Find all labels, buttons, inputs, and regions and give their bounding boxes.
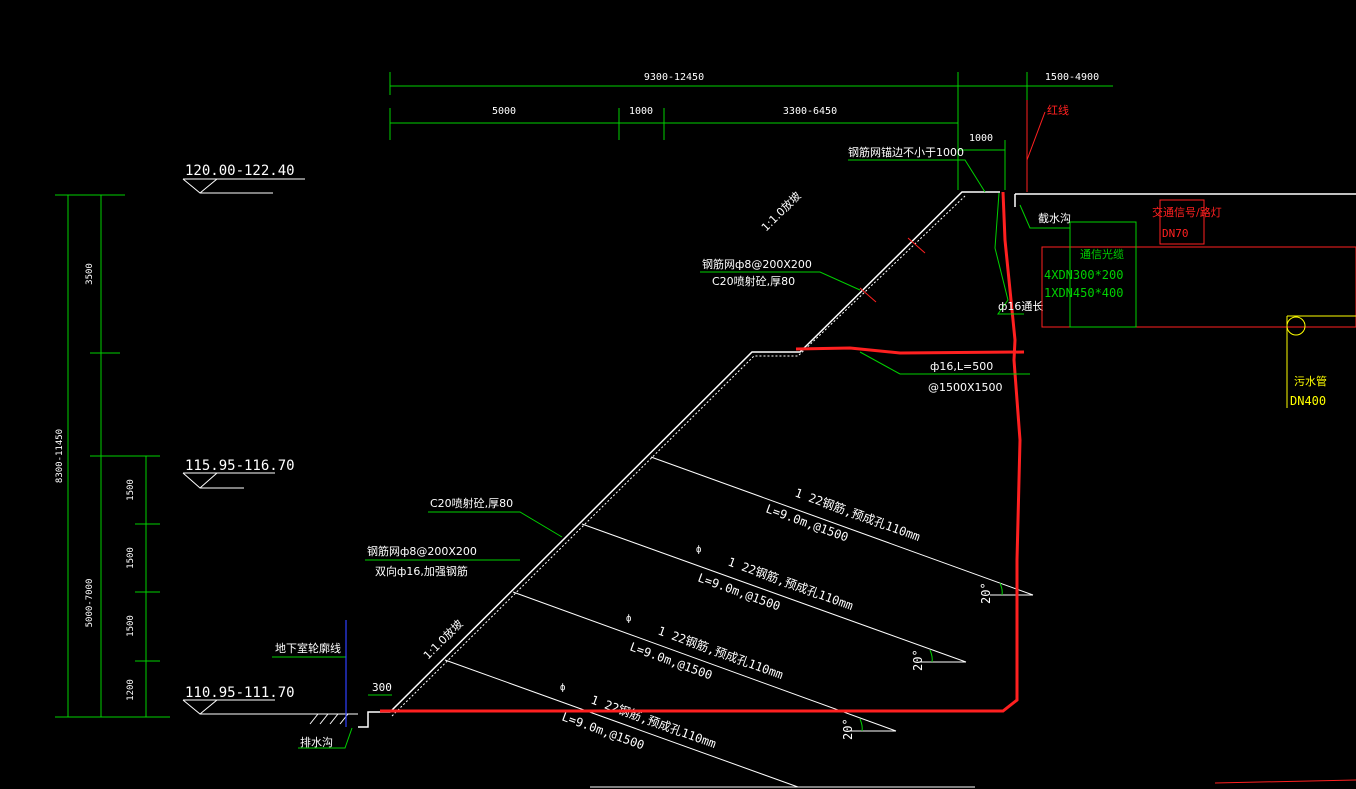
ground-hatch bbox=[305, 713, 358, 725]
phi-marker-1: ф bbox=[696, 545, 701, 555]
label-mesh-upper-1: 钢筋网ф8@200X200 bbox=[702, 257, 812, 271]
label-drain-ditch-top: 截水沟 bbox=[1038, 211, 1071, 225]
phi-marker-2: ф bbox=[626, 614, 631, 624]
label-slope-lower: 1:1.0放坡 bbox=[420, 617, 465, 662]
bottom-red-fragment bbox=[1214, 779, 1356, 784]
dim-top-right: 1500-4900 bbox=[1045, 72, 1099, 83]
elevation-bottom: 110.95-111.70 bbox=[185, 685, 295, 701]
top-dimension-lines bbox=[389, 72, 1113, 190]
label-slope-upper: 1:1.0放坡 bbox=[758, 189, 803, 234]
anchor-lines bbox=[444, 456, 1034, 788]
label-basement-line: 地下室轮廓线 bbox=[275, 641, 341, 655]
label-traffic-dn: DN70 bbox=[1162, 227, 1189, 240]
phi-marker-3: ф bbox=[560, 683, 565, 693]
dim-300: 300 bbox=[372, 681, 392, 694]
dim-seg-c: 1500 bbox=[126, 615, 136, 637]
label-c20-lower: C20喷射砼,厚80 bbox=[430, 496, 513, 510]
red-line-leader bbox=[1026, 111, 1046, 161]
dim-seg-d: 1200 bbox=[126, 679, 136, 701]
dim-seg-b: 1500 bbox=[126, 547, 136, 569]
elevation-symbols bbox=[182, 178, 305, 715]
dim-top-total: 9300-12450 bbox=[644, 72, 704, 83]
label-sewer: 污水管 bbox=[1294, 374, 1327, 388]
label-mesh-anchor: 钢筋网锚边不小于1000 bbox=[848, 145, 964, 159]
dim-3300-6450: 3300-6450 bbox=[783, 106, 837, 117]
dim-left-total: 8300-11450 bbox=[55, 429, 65, 483]
label-traffic: 交通信号/路灯 bbox=[1152, 205, 1222, 219]
anchor-1-text: 1 22钢筋,预成孔110mm bbox=[793, 485, 922, 544]
slope-tick-marks bbox=[859, 237, 926, 303]
angle-label-3: 20° bbox=[841, 718, 855, 740]
slope-profile bbox=[358, 191, 1356, 728]
label-mesh-lower-2: 双向ф16,加强钢筋 bbox=[375, 564, 468, 578]
dim-1000: 1000 bbox=[629, 106, 653, 117]
angle-label-1: 20° bbox=[979, 582, 993, 604]
utility-boxes bbox=[1041, 199, 1356, 408]
red-line-label: 红线 bbox=[1047, 103, 1069, 117]
anchor-3-text: 1 22钢筋,预成孔110mm bbox=[656, 623, 785, 682]
dim-5000: 5000 bbox=[492, 106, 516, 117]
label-telecom: 通信光缆 bbox=[1080, 247, 1124, 261]
elevation-mid: 115.95-116.70 bbox=[185, 458, 295, 474]
dim-seg-a: 1500 bbox=[126, 479, 136, 501]
label-nail-2: @1500X1500 bbox=[928, 381, 1003, 394]
angle-label-2: 20° bbox=[911, 649, 925, 671]
label-telecom-1: 4XDN300*200 bbox=[1044, 268, 1123, 282]
elevation-top: 120.00-122.40 bbox=[185, 163, 295, 179]
leader-lines bbox=[272, 159, 1070, 749]
dim-small-1000: 1000 bbox=[969, 133, 993, 144]
label-sewer-dn: DN400 bbox=[1290, 394, 1326, 408]
anchor-angle-arcs bbox=[859, 582, 1003, 732]
label-phi16: ф16通长 bbox=[998, 300, 1043, 313]
label-mesh-lower-1: 钢筋网ф8@200X200 bbox=[367, 544, 477, 558]
dim-left-lower: 5000-7000 bbox=[85, 579, 95, 628]
label-drain-ditch-bottom: 排水沟 bbox=[300, 735, 333, 749]
label-telecom-2: 1XDN450*400 bbox=[1044, 286, 1123, 300]
left-dimension-lines bbox=[55, 194, 170, 718]
anchor-2-text: 1 22钢筋,预成孔110mm bbox=[726, 554, 855, 613]
red-boundary-line bbox=[380, 191, 1025, 713]
label-mesh-upper-2: C20喷射砼,厚80 bbox=[712, 274, 795, 288]
anchor-4-text: 1 22钢筋,预成孔110mm bbox=[589, 692, 718, 751]
dim-left-upper: 3500 bbox=[85, 263, 95, 285]
label-nail-1: ф16,L=500 bbox=[930, 360, 993, 373]
